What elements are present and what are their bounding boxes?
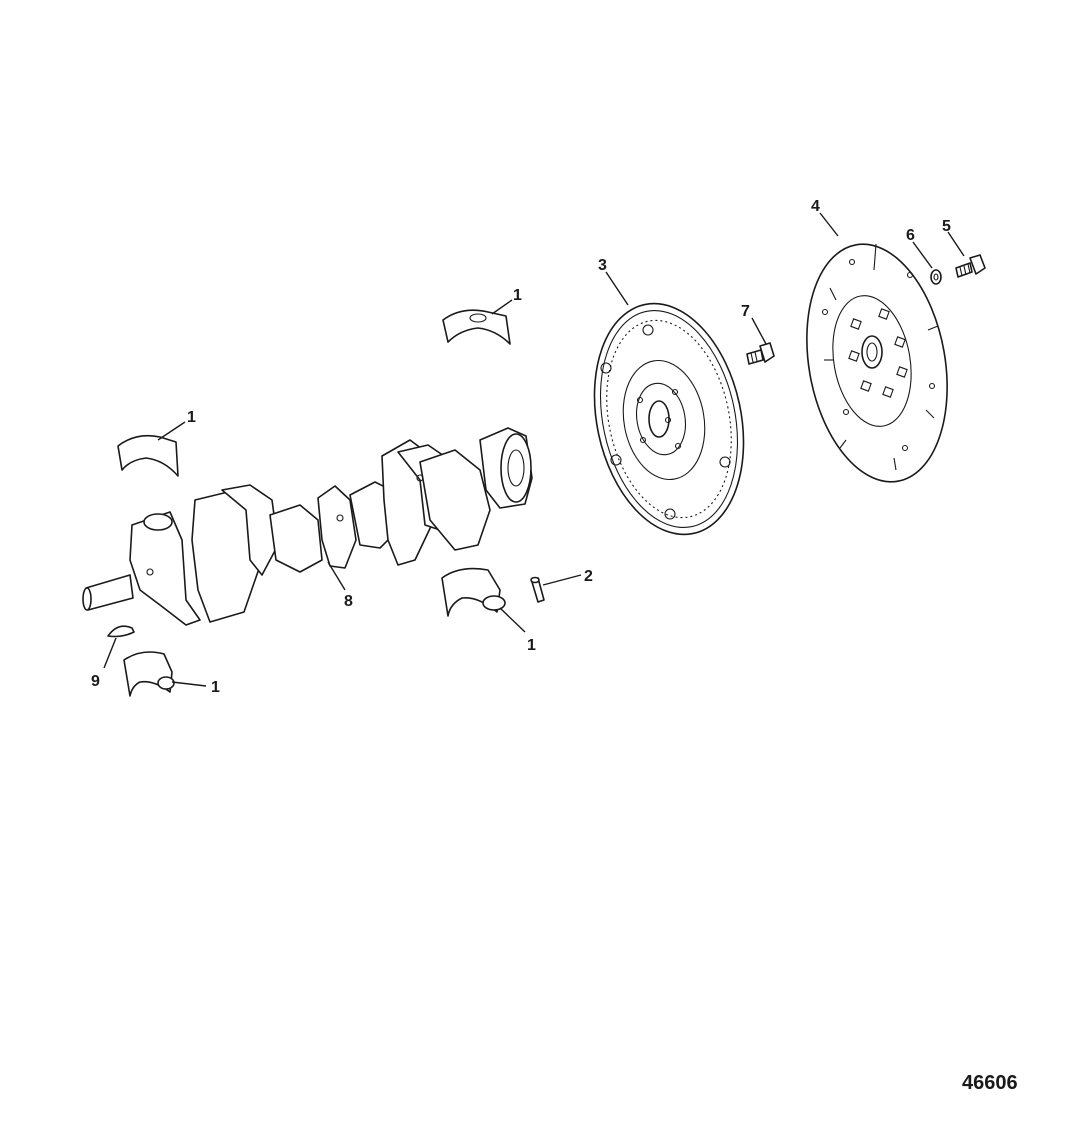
callout-9: 9 xyxy=(91,673,100,690)
flywheel-bolt xyxy=(746,342,775,365)
callout-3: 3 xyxy=(598,257,607,274)
callout-2: 2 xyxy=(584,568,593,585)
bearing-half-lower-center xyxy=(441,567,506,617)
woodruff-key xyxy=(107,625,135,638)
crankshaft xyxy=(82,427,533,626)
clutch-disc xyxy=(806,243,948,483)
flywheel xyxy=(593,302,745,536)
figure-number: 46606 xyxy=(962,1072,1018,1094)
callout-6: 6 xyxy=(906,227,915,244)
leader-lines xyxy=(103,212,965,687)
bearing-half-upper-rear xyxy=(442,309,511,345)
callout-1-upper-front: 1 xyxy=(187,409,196,426)
bearing-half-lower-front xyxy=(123,651,175,697)
clutch-bolt xyxy=(955,254,986,278)
callout-1-lower-center: 1 xyxy=(527,637,536,654)
callout-1-lower-front: 1 xyxy=(211,679,220,696)
callout-1-upper-rear: 1 xyxy=(513,287,522,304)
callout-5: 5 xyxy=(942,218,951,235)
callout-4: 4 xyxy=(811,198,820,215)
bearing-half-upper-front xyxy=(117,434,179,477)
washer xyxy=(930,269,942,285)
callout-8: 8 xyxy=(344,593,353,610)
callout-7: 7 xyxy=(741,303,750,320)
dowel-pin xyxy=(530,576,545,603)
